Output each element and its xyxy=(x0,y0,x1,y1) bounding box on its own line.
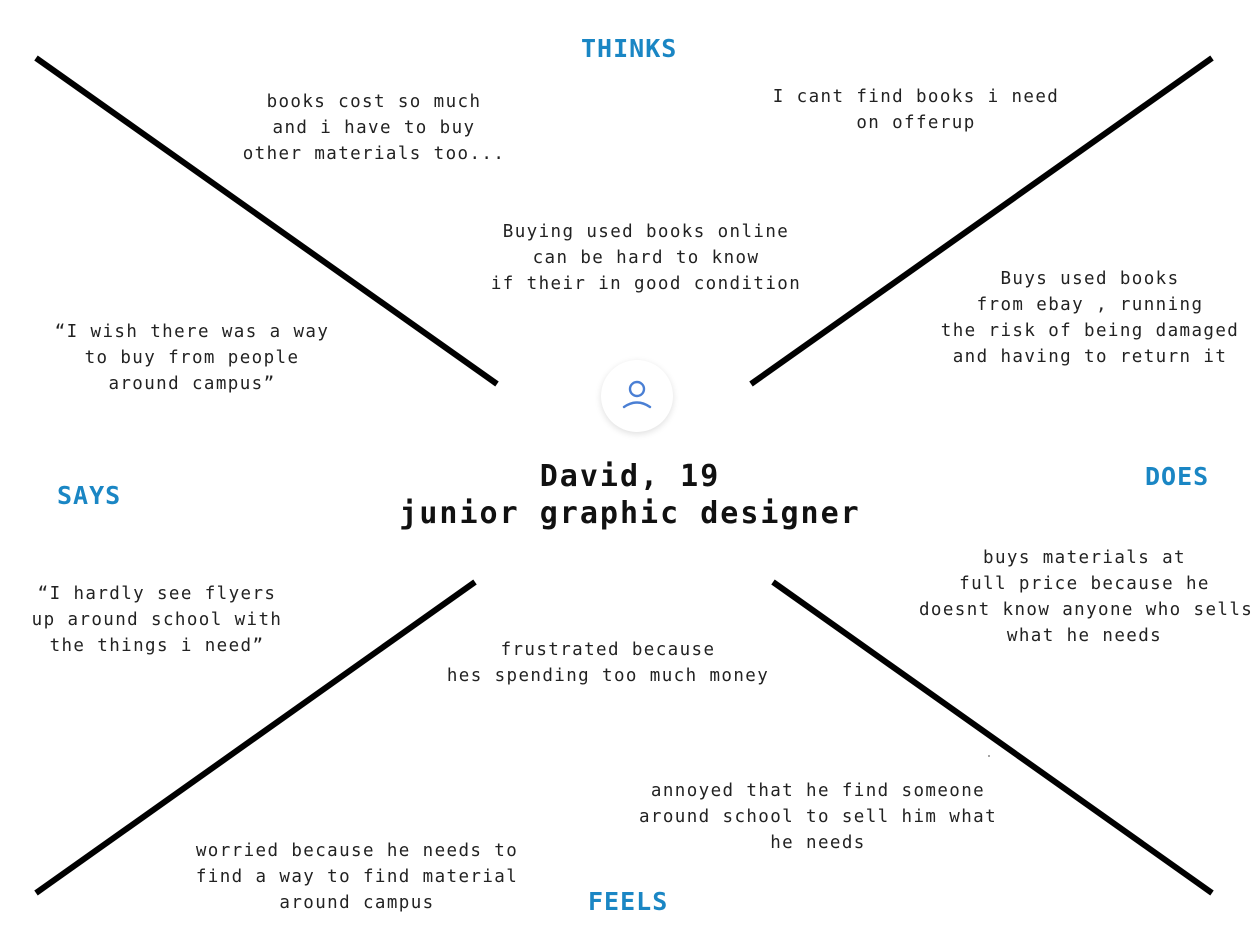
note-does-top: Buys used books from ebay , running the … xyxy=(940,269,1240,367)
persona-title: David, 19 junior graphic designer xyxy=(330,458,930,532)
note-says-bottom: “I hardly see flyers up around school wi… xyxy=(31,584,283,656)
note-says-top: “I wish there was a way to buy from peop… xyxy=(54,322,330,394)
section-heading-feels: FEELS xyxy=(588,887,669,916)
user-icon xyxy=(622,380,652,409)
note-thinks-left: books cost so much and i have to buy oth… xyxy=(242,92,506,164)
divider-bottom-right xyxy=(771,579,1214,896)
note-does-bottom: buys materials at full price because he … xyxy=(919,548,1254,646)
stray-dot xyxy=(988,755,990,757)
divider-top-right xyxy=(749,55,1214,387)
note-thinks-right: I cant find books i need on offerup xyxy=(772,87,1060,133)
section-heading-says: SAYS xyxy=(57,481,122,510)
section-heading-thinks: THINKS xyxy=(581,34,678,63)
note-thinks-center: Buying used books online can be hard to … xyxy=(490,222,802,294)
persona-role: junior graphic designer xyxy=(399,496,861,531)
persona-avatar xyxy=(601,360,673,432)
note-feels-center: frustrated because hes spending too much… xyxy=(446,640,770,686)
note-feels-right: annoyed that he find someone around scho… xyxy=(638,781,998,853)
note-feels-left: worried because he needs to find a way t… xyxy=(195,841,519,913)
divider-bottom-left xyxy=(34,579,477,896)
divider-top-left xyxy=(34,55,499,387)
persona-name: David, 19 xyxy=(539,459,721,494)
section-heading-does: DOES xyxy=(1145,462,1210,491)
